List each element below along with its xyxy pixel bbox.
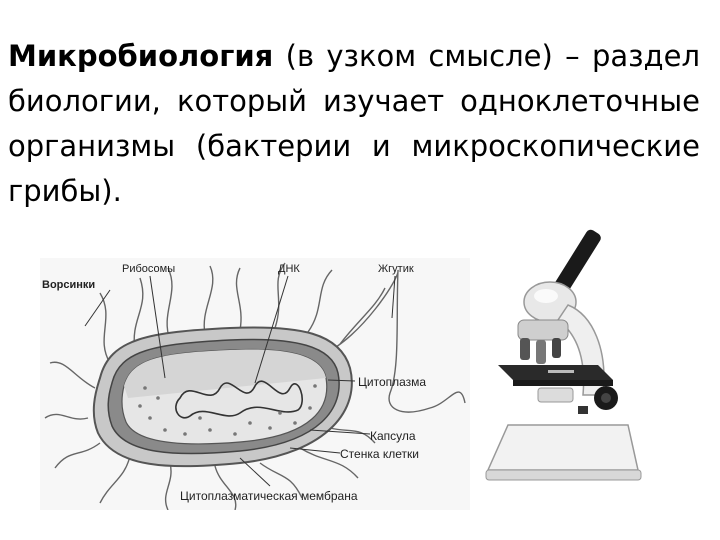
label-cell-wall: Стенка клетки	[340, 447, 419, 461]
label-cytoplasm: Цитоплазма	[358, 375, 426, 389]
bacteria-cell-diagram: Ворсинки Рибосомы ДНК Жгутик Цитоплазма …	[40, 258, 470, 510]
ribosome-dots	[138, 384, 317, 436]
label-dna: ДНК	[278, 263, 300, 275]
label-membrane: Цитоплазматическая мембрана	[180, 489, 358, 503]
definition-body: (в узком смысле) – раздел биологии, кото…	[8, 39, 700, 208]
label-capsule: Капсула	[370, 429, 416, 443]
label-flagellum: Жгутик	[378, 263, 414, 275]
dna-coil	[175, 380, 303, 419]
label-ribosomes: Рибосомы	[122, 263, 175, 275]
flagella-hairs	[44, 262, 466, 510]
microscope-icon	[485, 229, 642, 481]
label-pili: Ворсинки	[42, 279, 95, 291]
cell-body	[92, 326, 353, 468]
definition-term: Микробиология	[8, 39, 274, 73]
leader-lines	[84, 275, 396, 487]
definition-text: Микробиология (в узком смысле) – раздел …	[8, 34, 700, 214]
